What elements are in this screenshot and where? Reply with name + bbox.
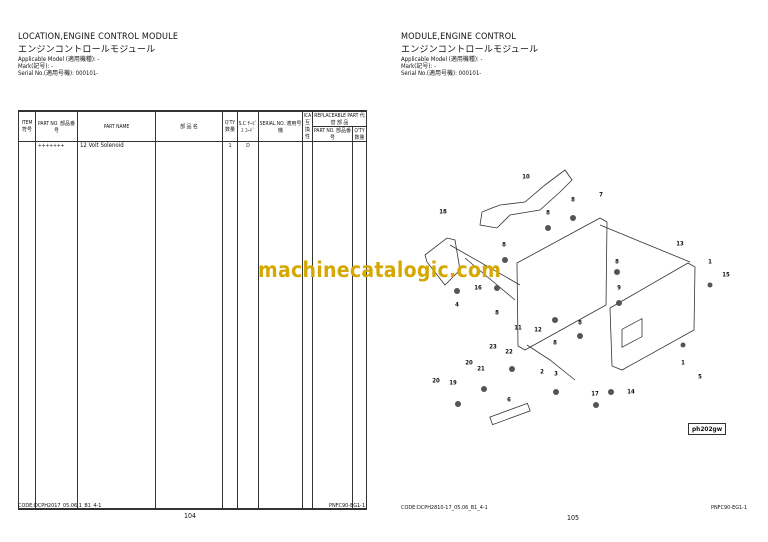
callout-number: 12	[534, 326, 542, 334]
left-applicable-model: Applicable Model (適用機種): -	[18, 56, 100, 63]
right-ref: PNFC90-EG1-1	[711, 505, 748, 511]
table-row: +++++++ 12 Volt Solenoid 1 D	[18, 141, 367, 150]
callout-number: 14	[627, 388, 635, 396]
left-page-number: 104	[184, 512, 197, 520]
callout-number: 9	[617, 284, 621, 292]
callout-number: 16	[474, 284, 482, 292]
callout-number: 13	[676, 240, 684, 248]
left-mark: Mark(記号): -	[18, 63, 54, 70]
callout-number: 20	[432, 377, 440, 385]
label-6-drawing	[489, 402, 531, 426]
header-part-name-jp: 部 品 名	[155, 111, 223, 142]
callout-number: 8	[571, 196, 575, 204]
callout-number: 8	[578, 319, 582, 327]
watermark: machinecatalogic.com	[258, 258, 502, 282]
callout-number: 8	[495, 309, 499, 317]
ecm-drawing	[609, 262, 696, 371]
header-part-no: PART NO. 部品番号	[35, 111, 78, 142]
left-ref: PNFC90-EG1-1	[329, 503, 366, 509]
left-title-en: LOCATION,ENGINE CONTROL MODULE	[18, 32, 179, 42]
left-title-jp: エンジンコントロールモジュール	[18, 45, 156, 55]
right-mark: Mark(記号): -	[401, 63, 437, 70]
header-replaceable: REPLACEABLE PART 代 替 部 品	[312, 111, 367, 127]
callout-number: 2	[540, 368, 544, 376]
bracket-18-drawing	[424, 237, 461, 286]
right-serial: Serial No.(適用号機): 000101-	[401, 70, 482, 77]
callout-number: 17	[591, 390, 599, 398]
callout-number: 6	[507, 396, 511, 404]
left-code: CODE:DCPH2017_05.06.1_B1_4-1	[18, 503, 102, 509]
callout-number: 3	[554, 370, 558, 378]
callout-number: 8	[546, 209, 550, 217]
right-title-en: MODULE,ENGINE CONTROL	[401, 32, 517, 42]
right-page-number: 105	[567, 514, 580, 522]
diagram-id-label: ph202gw	[688, 423, 727, 435]
callout-number: 1	[708, 258, 712, 266]
callout-number: 21	[477, 365, 485, 373]
callout-number: 15	[722, 271, 730, 279]
cell-rep-qty	[352, 141, 367, 150]
bracket-drawing	[479, 169, 573, 229]
right-applicable-model: Applicable Model (適用機種): -	[401, 56, 483, 63]
callout-number: 11	[514, 324, 522, 332]
callout-number: 5	[698, 373, 702, 381]
callout-number: 20	[465, 359, 473, 367]
callout-number: 19	[449, 379, 457, 387]
header-rep-qty: Q'TY 数量	[352, 126, 367, 142]
parts-table: ITEM 符号 PART NO. 部品番号 PART NAME 部 品 名 Q'…	[18, 110, 367, 510]
callout-number: 10	[522, 173, 530, 181]
right-code: CODE:DCPH2810-17_05.06_B1_4-1	[401, 505, 488, 511]
header-serial-no: SERIAL NO. 適用号機	[258, 111, 303, 142]
callout-number: 22	[505, 348, 513, 356]
callout-number: 4	[455, 301, 459, 309]
callout-number: 23	[489, 343, 497, 351]
mounting-plate-drawing	[516, 217, 608, 351]
callout-number: 8	[502, 241, 506, 249]
left-serial: Serial No.(適用号機): 000101-	[18, 70, 99, 77]
callout-number: 8	[553, 339, 557, 347]
callout-number: 18	[439, 208, 447, 216]
callout-number: 8	[615, 258, 619, 266]
callout-number: 1	[681, 359, 685, 367]
right-title-jp: エンジンコントロールモジュール	[401, 45, 539, 55]
callout-number: 7	[599, 191, 603, 199]
